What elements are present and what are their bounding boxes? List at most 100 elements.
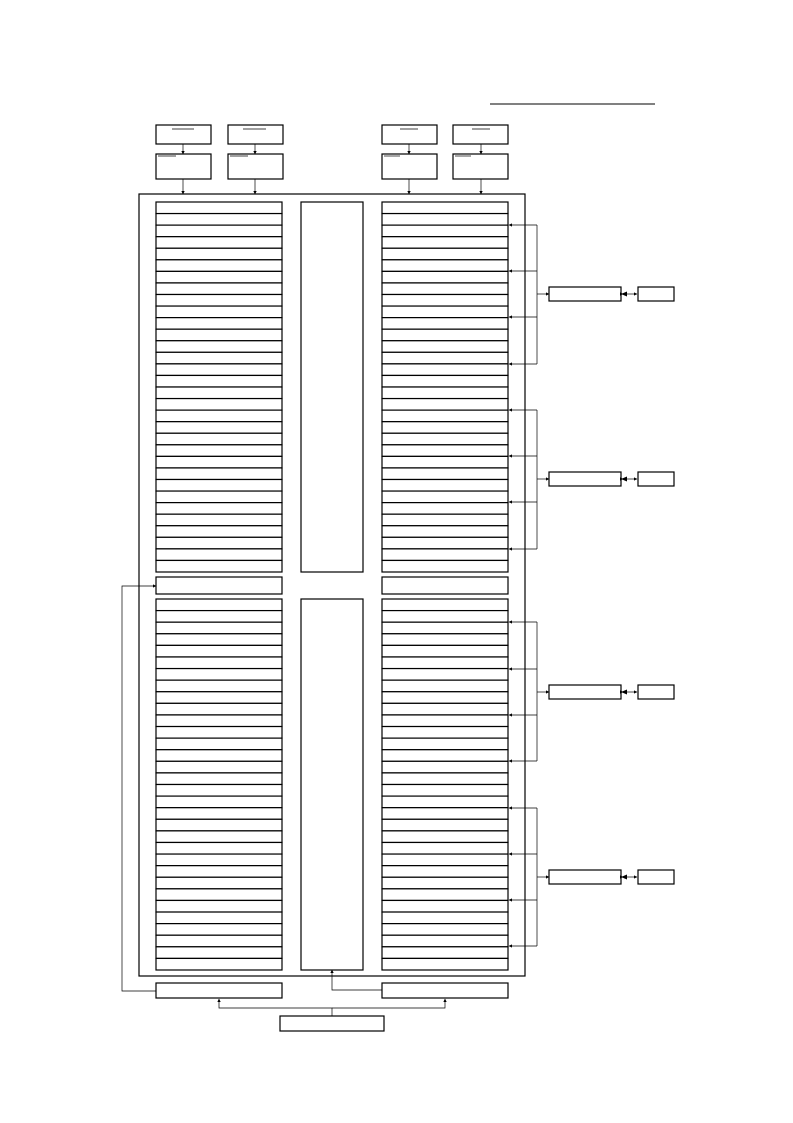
left-lower-row (155, 876, 283, 890)
left-upper-row (155, 328, 283, 342)
left-lower-row (155, 911, 283, 925)
left-upper-row (155, 548, 283, 562)
right-upper-row (381, 490, 509, 504)
right-upper-row (381, 386, 509, 400)
decoder-box-4 (452, 153, 509, 180)
left-upper-row (155, 374, 283, 388)
arrow-head (621, 689, 627, 695)
left-lower-row (155, 772, 283, 786)
left-lower-row (155, 923, 283, 936)
left-upper-row (155, 559, 283, 573)
right-upper-row (381, 513, 509, 527)
bottom-box-left (155, 982, 283, 999)
left-lower-row (155, 609, 283, 623)
right-upper-row (381, 305, 509, 319)
right-lower-row (381, 737, 509, 751)
right-upper-row (381, 270, 509, 284)
right-upper-row (381, 548, 509, 562)
right-lower-row (381, 946, 509, 959)
left-upper-row (155, 455, 283, 469)
right-lower-row (381, 830, 509, 844)
left-lower-row (155, 656, 283, 670)
left-lower-row (155, 841, 283, 855)
right-upper-row (381, 363, 509, 377)
right-column-upper (381, 201, 509, 573)
left-upper-row (155, 201, 283, 215)
right-upper-row (381, 502, 509, 515)
right-upper-row (381, 340, 509, 353)
center-block-upper (300, 201, 364, 573)
left-upper-row (155, 351, 283, 365)
right-lower-row (381, 783, 509, 797)
left-upper-row (155, 421, 283, 434)
left-upper-row (155, 247, 283, 261)
right-upper-row (381, 212, 509, 226)
decoder-box-1 (155, 153, 212, 180)
right-upper-row (381, 351, 509, 365)
left-lower-row (155, 737, 283, 751)
left-lower-row (155, 853, 283, 867)
terminal-box (637, 286, 675, 302)
arrow-head (621, 476, 627, 482)
right-lower-row (381, 876, 509, 890)
right-upper-row (381, 224, 509, 238)
left-upper-row (155, 236, 283, 249)
right-lower-row (381, 702, 509, 716)
left-lower-row (155, 621, 283, 635)
left-lower-row (155, 807, 283, 820)
right-lower-row (381, 656, 509, 670)
left-upper-row (155, 525, 283, 538)
left-lower-row (155, 714, 283, 728)
right-lower-row (381, 679, 509, 693)
right-upper-row (381, 467, 509, 481)
right-lower-row (381, 725, 509, 739)
right-upper-row (381, 328, 509, 342)
left-column-lower (155, 598, 283, 971)
middle-box-left (155, 576, 283, 595)
left-upper-row (155, 224, 283, 238)
left-lower-row (155, 760, 283, 774)
left-lower-row (155, 865, 283, 878)
right-lower-row (381, 923, 509, 936)
right-upper-row (381, 259, 509, 272)
right-upper-row (381, 317, 509, 330)
left-lower-row (155, 679, 283, 693)
left-lower-row (155, 749, 283, 762)
left-upper-row (155, 270, 283, 284)
terminal-box (637, 684, 675, 700)
left-lower-row (155, 725, 283, 739)
right-upper-row (381, 444, 509, 457)
left-upper-row (155, 397, 283, 411)
decoder-box-2 (227, 153, 284, 180)
left-upper-row (155, 212, 283, 226)
left-upper-row (155, 386, 283, 400)
bottom-box-right (381, 982, 509, 999)
left-upper-row (155, 259, 283, 272)
left-upper-row (155, 490, 283, 504)
right-lower-row (381, 865, 509, 878)
right-lower-row (381, 644, 509, 658)
terminal-box (637, 471, 675, 487)
left-upper-row (155, 409, 283, 423)
right-lower-row (381, 667, 509, 681)
left-upper-row (155, 305, 283, 319)
right-upper-row (381, 293, 509, 307)
arrow-head (621, 291, 627, 297)
right-lower-row (381, 911, 509, 925)
bottom-control-box (279, 1015, 385, 1032)
input-box-3 (381, 124, 438, 145)
bottom-connectors (121, 584, 447, 1016)
left-upper-row (155, 502, 283, 515)
right-upper-row (381, 536, 509, 550)
right-lower-row (381, 760, 509, 774)
left-upper-row (155, 282, 283, 296)
right-upper-row (381, 478, 509, 492)
left-lower-row (155, 795, 283, 809)
decoder-box-3 (381, 153, 438, 180)
left-lower-row (155, 633, 283, 646)
right-upper-row (381, 374, 509, 388)
driver-box (548, 684, 622, 700)
right-lower-row (381, 818, 509, 832)
input-box-2 (227, 124, 284, 145)
right-lower-row (381, 633, 509, 646)
